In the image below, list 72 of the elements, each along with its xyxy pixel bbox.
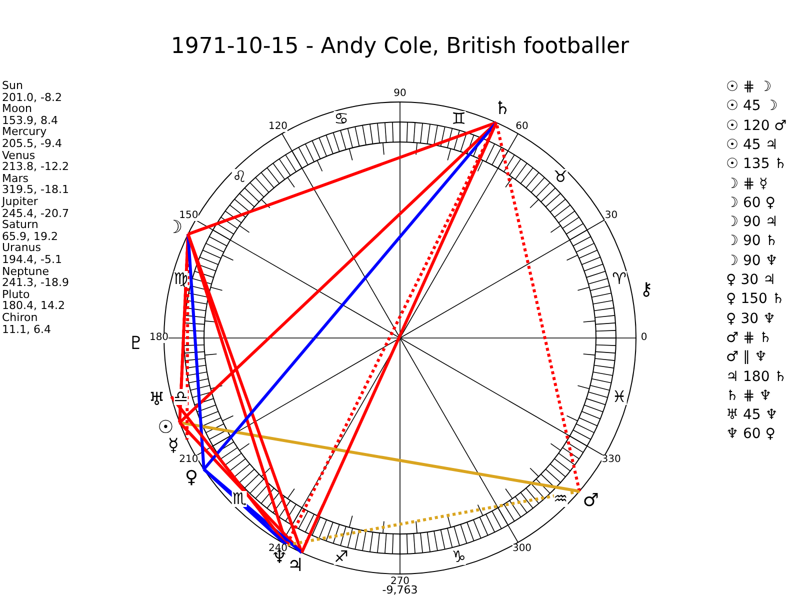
zodiac-sign-symbol: ♓ bbox=[612, 388, 626, 405]
aspect-entry: ☉ 120 ♂ bbox=[726, 118, 787, 133]
aspect-entry: ☽ 60 ♀ bbox=[726, 196, 776, 210]
aspect-entry: ☉ 45 ♃ bbox=[726, 138, 778, 152]
planet-name: Chiron bbox=[2, 312, 38, 323]
planet-name: Pluto bbox=[2, 288, 30, 300]
degree-label: 210 bbox=[179, 455, 198, 465]
planet-name: Jupiter bbox=[2, 196, 38, 207]
aspect-entry: ☉ ⋕ ☽ bbox=[726, 80, 772, 94]
position-value: 11.1, 6.4 bbox=[2, 324, 51, 335]
zodiac-sign-symbol: ♍ bbox=[174, 271, 188, 288]
planet-name: Sun bbox=[2, 80, 23, 91]
position-value: 65.9, 19.2 bbox=[2, 230, 58, 242]
aspect-entry: ☽ 90 ♄ bbox=[726, 234, 778, 248]
zodiac-sign-symbol: ♊ bbox=[452, 110, 466, 127]
planet-name: Uranus bbox=[2, 242, 41, 254]
planet-symbol: ☉ bbox=[158, 418, 174, 437]
degree-label: 330 bbox=[602, 455, 621, 465]
degree-label: 0 bbox=[640, 333, 648, 343]
degree-label: 120 bbox=[268, 122, 288, 132]
aspect-entry: ☽ 90 ♃ bbox=[726, 215, 778, 230]
aspect-entry: ♄ ⋕ ♆ bbox=[726, 388, 772, 403]
position-value: 194.4, -5.1 bbox=[2, 254, 62, 265]
chart-value: -9,763 bbox=[382, 584, 418, 596]
aspect-entry: ♂ ∥ ♆ bbox=[726, 350, 768, 364]
aspect-entry: ☽ ⋕ ☿ bbox=[726, 176, 768, 190]
planet-symbol: ♇ bbox=[128, 335, 144, 354]
planet-symbol: ☿ bbox=[168, 437, 179, 456]
zodiac-sign-symbol: ♒ bbox=[553, 490, 568, 506]
aspect-entry: ♀ 150 ♄ bbox=[726, 292, 784, 306]
position-value: 213.8, -12.2 bbox=[2, 161, 69, 172]
aspect-entry: ♀ 30 ♆ bbox=[726, 312, 776, 326]
degree-label: 150 bbox=[179, 211, 198, 221]
planet-name: Saturn bbox=[2, 219, 38, 230]
position-value: 205.5, -9.4 bbox=[2, 138, 62, 149]
planet-name: Mars bbox=[2, 172, 28, 184]
zodiac-sign-symbol: ♎ bbox=[174, 388, 188, 405]
position-value: 245.4, -20.7 bbox=[2, 208, 69, 219]
planet-name: Moon bbox=[2, 103, 32, 114]
aspect-entry: ☽ 90 ♆ bbox=[726, 254, 778, 268]
planet-symbol: ♄ bbox=[494, 100, 511, 118]
degree-label: 30 bbox=[604, 211, 618, 221]
planet-symbol: ♃ bbox=[287, 557, 304, 576]
position-value: 180.4, 14.2 bbox=[2, 300, 65, 312]
planet-symbol: ⚷ bbox=[640, 280, 653, 299]
zodiac-sign-symbol: ♑ bbox=[452, 549, 466, 566]
aspect-entry: ☉ 135 ♄ bbox=[726, 157, 787, 172]
planet-symbol: ☽ bbox=[166, 218, 183, 237]
zodiac-sign-symbol: ♏ bbox=[232, 490, 247, 506]
planet-symbol: ♀ bbox=[184, 468, 198, 487]
aspect-entry: ♆ 60 ♀ bbox=[726, 427, 776, 442]
planet-symbol: ♅ bbox=[148, 391, 165, 410]
aspect-entry: ♃ 180 ♄ bbox=[726, 370, 787, 384]
degree-label: 180 bbox=[149, 333, 169, 343]
position-value: 153.9, 8.4 bbox=[2, 114, 58, 126]
position-value: 201.0, -8.2 bbox=[2, 92, 62, 103]
degree-label: 60 bbox=[516, 122, 528, 132]
zodiac-sign-symbol: ♌ bbox=[232, 169, 247, 186]
aspect-entry: ☉ 45 ☽ bbox=[726, 99, 778, 114]
aspect-entry: ♂ ⋕ ♄ bbox=[726, 330, 772, 345]
planet-name: Neptune bbox=[2, 266, 50, 277]
degree-label: 300 bbox=[512, 544, 532, 554]
planet-name: Venus bbox=[2, 150, 36, 161]
zodiac-sign-symbol: ♐ bbox=[334, 549, 348, 566]
planet-symbol: ♂ bbox=[582, 492, 599, 510]
aspect-entry: ♅ 45 ♆ bbox=[726, 408, 778, 422]
position-value: 319.5, -18.1 bbox=[2, 184, 69, 196]
degree-label: 90 bbox=[394, 89, 406, 99]
planet-name: Mercury bbox=[2, 126, 47, 138]
aspect-entry: ♀ 30 ♃ bbox=[726, 273, 776, 287]
chart-title: 1971-10-15 - Andy Cole, British footballer bbox=[170, 36, 630, 58]
position-value: 241.3, -18.9 bbox=[2, 277, 69, 288]
